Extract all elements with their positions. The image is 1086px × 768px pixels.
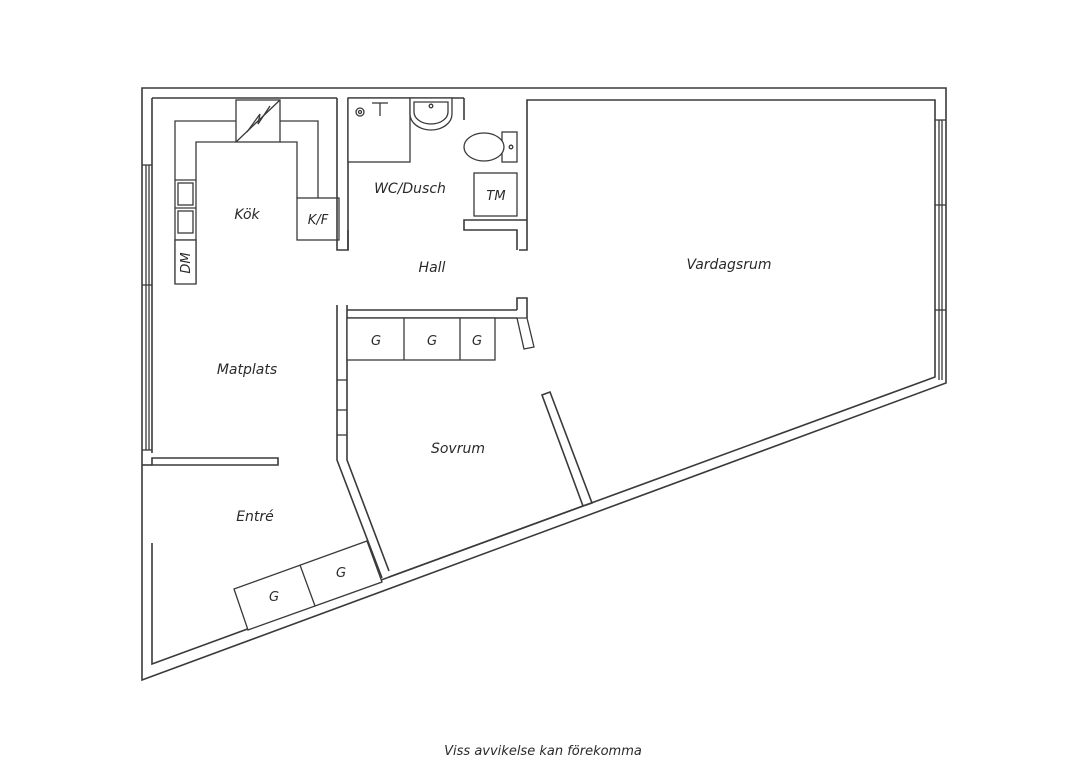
outer-walls: [141, 87, 947, 682]
room-labels: Kök WC/Dusch Hall Vardagsrum Matplats So…: [217, 181, 772, 525]
kitchen-counter: [174, 120, 319, 284]
closet-label: G: [371, 334, 381, 349]
dishwasher: DM: [174, 239, 197, 285]
closet-label: G: [472, 334, 482, 349]
room-label-matplats: Matplats: [217, 362, 277, 378]
window-left-wall: [142, 164, 152, 451]
fridge-freezer: K/F: [296, 197, 340, 241]
room-label-sovrum: Sovrum: [431, 441, 485, 457]
closet-label: G: [427, 334, 437, 349]
fridge-freezer-label: K/F: [308, 213, 329, 228]
closet-label: G: [336, 566, 346, 581]
washing-machine-label: TM: [486, 189, 505, 204]
dishwasher-label: DM: [179, 252, 194, 273]
washing-machine: TM: [473, 172, 518, 217]
room-label-vardagsrum: Vardagsrum: [687, 257, 772, 273]
room-label-hall: Hall: [419, 260, 446, 276]
closet-label: G: [269, 590, 279, 605]
room-label-wc-dusch: WC/Dusch: [374, 181, 446, 197]
dining-entrance-partition: [142, 457, 279, 466]
entrance-closets: G G: [233, 540, 383, 631]
room-label-kok: Kök: [234, 207, 260, 223]
door-leaf: [516, 317, 535, 350]
bedroom-closets: G G G: [346, 317, 496, 361]
room-label-entre: Entré: [236, 509, 274, 525]
shower: [347, 97, 411, 163]
toilet-icon: [463, 131, 518, 163]
partition-wall: [388, 390, 594, 578]
disclaimer-caption: Viss avvikelse kan förekomma: [444, 744, 642, 759]
stove-icon: [235, 99, 281, 143]
sink-icon: [409, 97, 453, 131]
window-right-wall: [935, 119, 946, 380]
